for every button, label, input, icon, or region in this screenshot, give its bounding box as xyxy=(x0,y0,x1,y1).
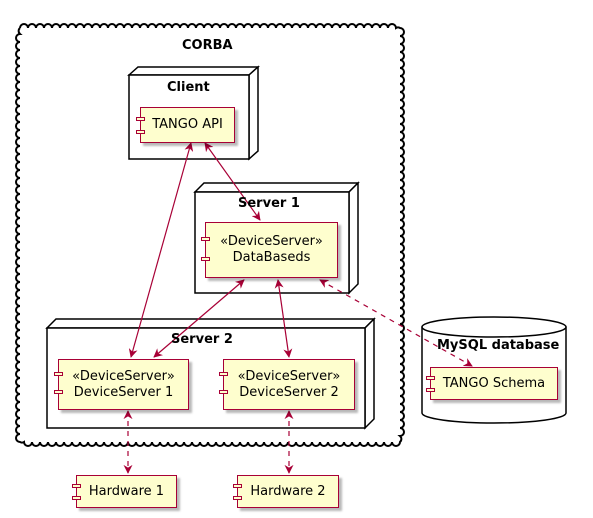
deviceserver1-stereotype: «DeviceServer» xyxy=(72,368,175,384)
deviceserver2-component: «DeviceServer» DeviceServer 2 xyxy=(219,359,355,410)
deviceserver2-label: DeviceServer 2 xyxy=(239,384,339,400)
databaseds-component: «DeviceServer» DataBaseds xyxy=(201,222,338,278)
arrow-databaseds-deviceserver2 xyxy=(274,279,293,358)
connections xyxy=(123,142,473,474)
tango-api-component: TANGO API xyxy=(136,107,235,143)
arrow-tangoapi-deviceserver1 xyxy=(128,142,194,358)
deviceserver1-component: «DeviceServer» DeviceServer 1 xyxy=(54,359,189,410)
deviceserver2-stereotype: «DeviceServer» xyxy=(237,368,341,384)
databaseds-stereotype: «DeviceServer» xyxy=(220,234,323,249)
tango-schema-component: TANGO Schema xyxy=(426,367,558,400)
databaseds-label: DataBaseds xyxy=(232,250,311,265)
tango-api-label: TANGO API xyxy=(152,117,223,132)
tango-schema-label: TANGO Schema xyxy=(442,375,546,391)
hardware1-component: Hardware 1 xyxy=(72,475,177,508)
hardware1-label: Hardware 1 xyxy=(88,483,165,499)
arrow-tangoapi-databaseds xyxy=(204,142,261,221)
arrow-databaseds-deviceserver1 xyxy=(153,279,245,358)
deviceserver1-label: DeviceServer 1 xyxy=(73,384,174,400)
hardware2-label: Hardware 2 xyxy=(250,483,326,499)
hardware2-component: Hardware 2 xyxy=(233,475,339,508)
